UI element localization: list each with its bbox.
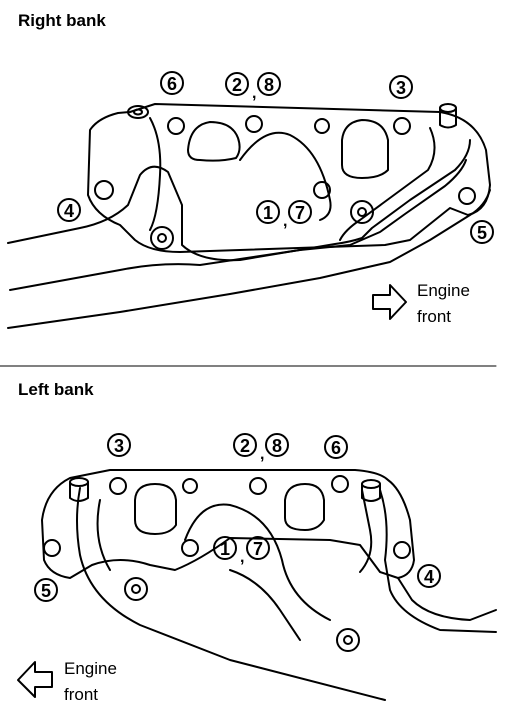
right-bank-engine-label: Engine: [417, 281, 470, 300]
right-bank-callout-8: 8: [257, 72, 281, 96]
svg-text:6: 6: [167, 74, 177, 94]
right-bank-flange: [87, 103, 491, 253]
right-bank-main-pipe: [7, 189, 491, 329]
right-bank-callout-4: 4: [57, 198, 81, 222]
left-bank-nut-right: [336, 628, 360, 652]
left-bank-pipe-right: [359, 489, 373, 573]
right-bank-left-pipe: [149, 117, 162, 231]
left-bank-pipe-right-lower: [397, 577, 497, 621]
left-bank-flange: [41, 469, 415, 579]
left-outline-arrow-icon: [17, 661, 53, 698]
right-bank-callout-7: 7: [288, 200, 312, 224]
left-bank-stud-left: [69, 477, 89, 502]
left-bank-bolt-hole-5: [43, 539, 61, 557]
right-bank-bolt-hole-1-7: [313, 181, 331, 199]
svg-text:5: 5: [477, 223, 487, 243]
right-outline-arrow-icon: [372, 284, 407, 320]
left-bank-callout-8: 8: [265, 433, 289, 457]
right-bank-title: Right bank: [18, 11, 106, 30]
right-bank-bolt-hole-center: [314, 118, 330, 134]
svg-text:1: 1: [220, 539, 230, 559]
svg-text:7: 7: [253, 539, 263, 559]
left-bank-nut-left: [124, 577, 148, 601]
left-bank-bolt-hole-4: [393, 541, 411, 559]
svg-text:7: 7: [295, 203, 305, 223]
right-bank-pipe-upper: [9, 159, 467, 291]
right-bank-stud-right: [439, 103, 457, 129]
right-bank-pipe-lower: [7, 139, 471, 262]
right-bank-front-label: front: [417, 307, 451, 326]
left-bank-bolt-hole-6: [331, 475, 349, 493]
left-bank-separator-1-7: ,: [240, 549, 244, 566]
right-bank-nut-lower-right: [350, 200, 374, 224]
left-bank-callout-6: 6: [324, 435, 348, 459]
svg-text:1: 1: [263, 203, 273, 223]
svg-text:8: 8: [272, 436, 282, 456]
svg-text:2: 2: [232, 75, 242, 95]
left-bank-stud-right: [361, 479, 381, 502]
right-bank-bolt-hole-5: [458, 187, 476, 205]
right-bank-callout-1: 1: [256, 200, 280, 224]
right-bank-nut-lower-left: [150, 226, 174, 250]
right-bank-separator-1-7: ,: [283, 213, 287, 230]
left-bank-callout-5: 5: [34, 578, 58, 602]
left-bank-callout-1: 1: [213, 536, 237, 560]
left-bank-front-label: front: [64, 685, 98, 704]
svg-text:4: 4: [64, 201, 74, 221]
right-bank-center-curve: [239, 131, 332, 221]
left-bank-center-lower: [229, 569, 301, 641]
left-bank-callout-3: 3: [107, 433, 131, 457]
right-bank-callout-3: 3: [389, 75, 413, 99]
left-bank-callout-4: 4: [417, 564, 441, 588]
svg-text:3: 3: [396, 78, 406, 98]
right-bank-callout-5: 5: [470, 220, 494, 244]
left-bank-engine-label: Engine: [64, 659, 117, 678]
svg-text:8: 8: [264, 75, 274, 95]
left-bank-bolt-hole-1-7: [181, 539, 199, 557]
right-bank-port-2: [341, 119, 389, 179]
right-bank-port-1: [187, 121, 241, 162]
left-bank-port-1: [134, 483, 177, 535]
right-bank-bolt-hole-4: [94, 180, 114, 200]
left-bank-bolt-hole-2-8: [249, 477, 267, 495]
left-bank-pipe-left: [76, 487, 386, 701]
left-bank-pipe-left-inner: [96, 499, 111, 571]
svg-text:6: 6: [331, 438, 341, 458]
right-bank-right-pipe: [339, 127, 436, 241]
svg-text:4: 4: [424, 567, 434, 587]
left-bank-callout-7: 7: [246, 536, 270, 560]
left-bank-bolt-hole-2-8-a: [182, 478, 198, 494]
right-bank-separator-2-8: ,: [252, 85, 256, 102]
left-bank-callout-2: 2: [233, 433, 257, 457]
left-bank-center-curve: [184, 503, 331, 621]
right-bank-bolt-hole-2-8: [245, 115, 263, 133]
left-bank-separator-2-8: ,: [260, 446, 264, 463]
left-bank-pipe-right-outer: [379, 489, 497, 633]
left-bank-bolt-hole-3: [109, 477, 127, 495]
svg-text:2: 2: [240, 436, 250, 456]
left-bank-title: Left bank: [18, 380, 94, 399]
right-bank-bolt-hole-3: [393, 117, 411, 135]
right-bank-bolt-hole-6: [167, 117, 185, 135]
svg-text:3: 3: [114, 436, 124, 456]
left-bank-port-2: [284, 483, 325, 531]
svg-text:5: 5: [41, 581, 51, 601]
right-bank-callout-6: 6: [160, 71, 184, 95]
right-bank-callout-2: 2: [225, 72, 249, 96]
right-bank-stud-left: [127, 105, 149, 119]
